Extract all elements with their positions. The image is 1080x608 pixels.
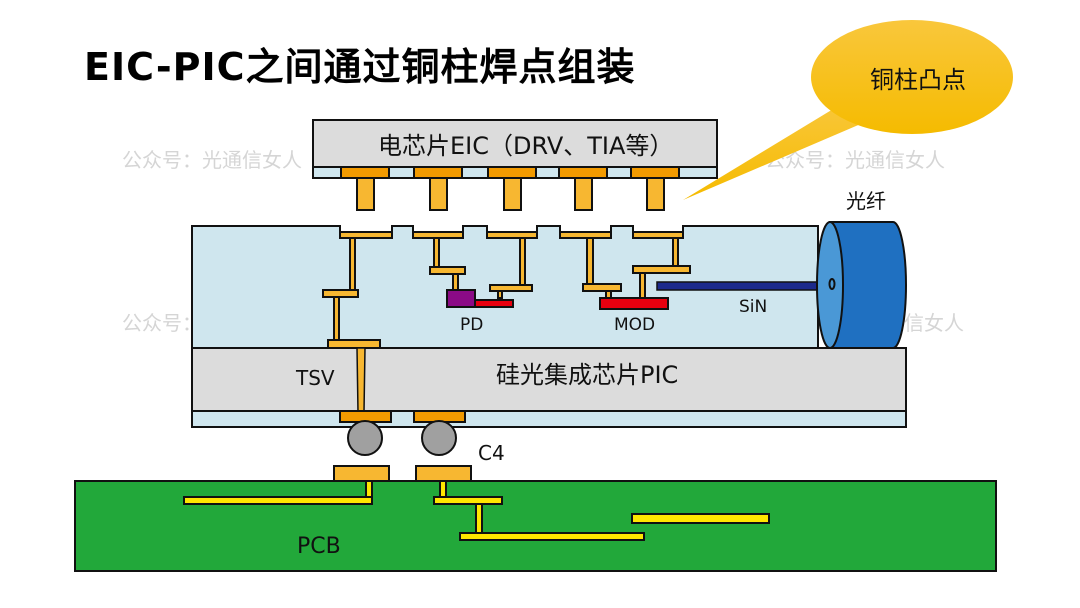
pcb-traces — [183, 480, 770, 541]
fiber-body — [829, 221, 907, 349]
pcb-pad — [333, 465, 390, 482]
watermark-account: 公众号：光通信女人 — [122, 148, 302, 172]
fiber-core — [828, 278, 836, 290]
copper-pillars — [356, 177, 665, 211]
pcb-body — [74, 480, 997, 572]
eic-body — [312, 119, 718, 168]
pd-label: PD — [460, 315, 483, 335]
pcb-board: PCB — [74, 465, 997, 572]
slide-title: EIC-PIC之间通过铜柱焊点组装 — [84, 45, 636, 89]
pd-waveguide — [474, 299, 514, 308]
c4-ball — [421, 420, 457, 456]
copper-pillar — [503, 177, 522, 211]
copper-pillar — [574, 177, 593, 211]
pic-label: 硅光集成芯片PIC — [496, 361, 678, 389]
tsv-via — [356, 347, 366, 413]
pic-chip: 硅光集成芯片PIC — [191, 225, 907, 428]
callout-text: 铜柱凸点 — [870, 66, 966, 94]
eic-pad — [487, 166, 537, 179]
copper-pillar — [646, 177, 665, 211]
copper-pillar — [356, 177, 375, 211]
mod-modulator — [599, 297, 669, 310]
eic-pad — [558, 166, 608, 179]
copper-pillar — [429, 177, 448, 211]
sin-label: SiN — [739, 297, 767, 317]
pic-bottom-oxide — [191, 410, 907, 428]
mod-label: MOD — [614, 315, 655, 335]
pcb-label: PCB — [297, 534, 341, 559]
callout-pointer — [683, 100, 870, 200]
metal-interconnects — [322, 231, 691, 349]
fiber-label: 光纤 — [846, 189, 886, 213]
c4-ball — [347, 420, 383, 456]
eic-pad — [340, 166, 390, 179]
eic-pad — [630, 166, 680, 179]
eic-label: 电芯片EIC（DRV、TIA等） — [378, 132, 673, 160]
c4-bumps: C4 — [347, 420, 505, 465]
tsv-label: TSV — [295, 366, 335, 390]
pic-silicon — [191, 347, 907, 412]
optical-fiber: 光纤 — [816, 189, 907, 349]
pcb-pad — [415, 465, 472, 482]
eic-chip: 电芯片EIC（DRV、TIA等） — [312, 119, 718, 211]
pd-photodiode — [446, 289, 476, 308]
c4-label: C4 — [478, 441, 505, 465]
copper-pillar-callout: 铜柱凸点 — [683, 20, 1013, 200]
eic-pad — [413, 166, 463, 179]
callout-bubble — [811, 20, 1013, 134]
sin-waveguide — [656, 281, 820, 291]
